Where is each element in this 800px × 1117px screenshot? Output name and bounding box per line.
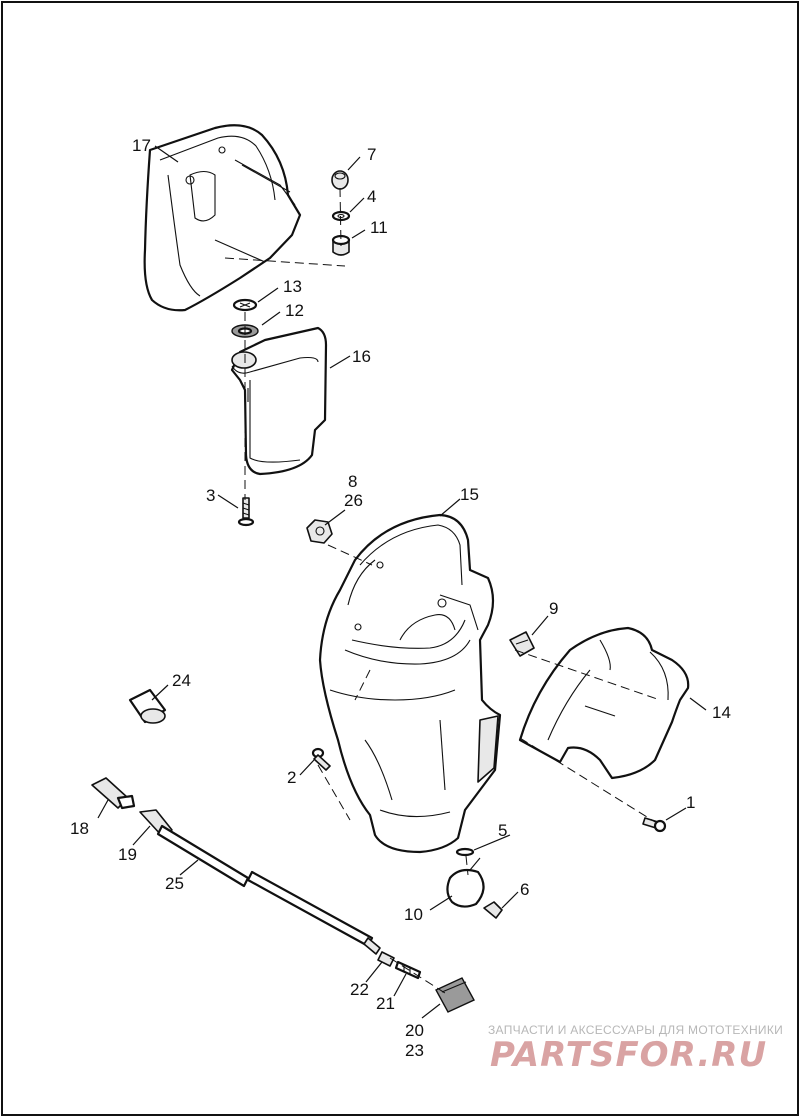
part-15-inner-fairing (318, 513, 502, 854)
callout-numbers: 17 7 4 11 13 12 16 3 8 26 15 9 14 24 2 1… (70, 136, 731, 1060)
callout-9: 9 (549, 599, 558, 618)
part-18-connector (91, 777, 136, 810)
part-1-screw (642, 817, 667, 833)
assembly-centerlines (224, 187, 661, 994)
part-16-stem-cover (230, 326, 328, 476)
callout-25: 25 (165, 874, 184, 893)
part-8-26-nut (306, 519, 333, 544)
part-11-spacer (331, 234, 351, 256)
part-13-washer (232, 298, 258, 312)
callout-3: 3 (206, 486, 215, 505)
part-7-grommet (331, 170, 349, 190)
part-22-ferrule (377, 951, 395, 967)
part-5-nut (455, 847, 475, 857)
part-3-screw (237, 497, 255, 527)
part-25-conduit (156, 824, 381, 955)
callout-16: 16 (352, 347, 371, 366)
watermark-caption: ЗАПЧАСТИ И АКСЕССУАРЫ ДЛЯ МОТОТЕХНИКИ (488, 1023, 783, 1037)
callout-7: 7 (367, 145, 376, 164)
callout-19: 19 (118, 845, 137, 864)
callout-15: 15 (460, 485, 479, 504)
callout-14: 14 (712, 703, 731, 722)
callout-23: 23 (405, 1041, 424, 1060)
leader-lines (97, 145, 707, 1019)
callout-22: 22 (350, 980, 369, 999)
callout-6: 6 (520, 880, 529, 899)
callout-8: 8 (348, 472, 357, 491)
callout-1: 1 (686, 793, 695, 812)
part-14-outer-cover (518, 626, 690, 780)
callout-24: 24 (172, 671, 191, 690)
callout-12: 12 (285, 301, 304, 320)
part-17-upper-housing (143, 124, 302, 312)
callout-26: 26 (344, 491, 363, 510)
callout-13: 13 (283, 277, 302, 296)
part-20-23-housing (435, 977, 475, 1013)
watermark: ЗАПЧАСТИ И АКСЕССУАРЫ ДЛЯ МОТОТЕХНИКИ PA… (488, 1023, 783, 1075)
part-24-sleeve (128, 688, 167, 724)
callout-18: 18 (70, 819, 89, 838)
callout-17: 17 (132, 136, 151, 155)
callout-4: 4 (367, 187, 376, 206)
callout-2: 2 (287, 768, 296, 787)
part-9-clip (509, 631, 535, 657)
part-10-clamp (446, 857, 485, 908)
watermark-logo: PARTSFOR.RU (490, 1035, 767, 1075)
part-2-screw (311, 747, 331, 771)
callout-11: 11 (370, 218, 388, 237)
callout-21: 21 (376, 994, 395, 1013)
callout-10: 10 (404, 905, 423, 924)
callout-5: 5 (498, 821, 507, 840)
callout-20: 20 (405, 1021, 424, 1040)
part-6-nut (483, 901, 503, 919)
